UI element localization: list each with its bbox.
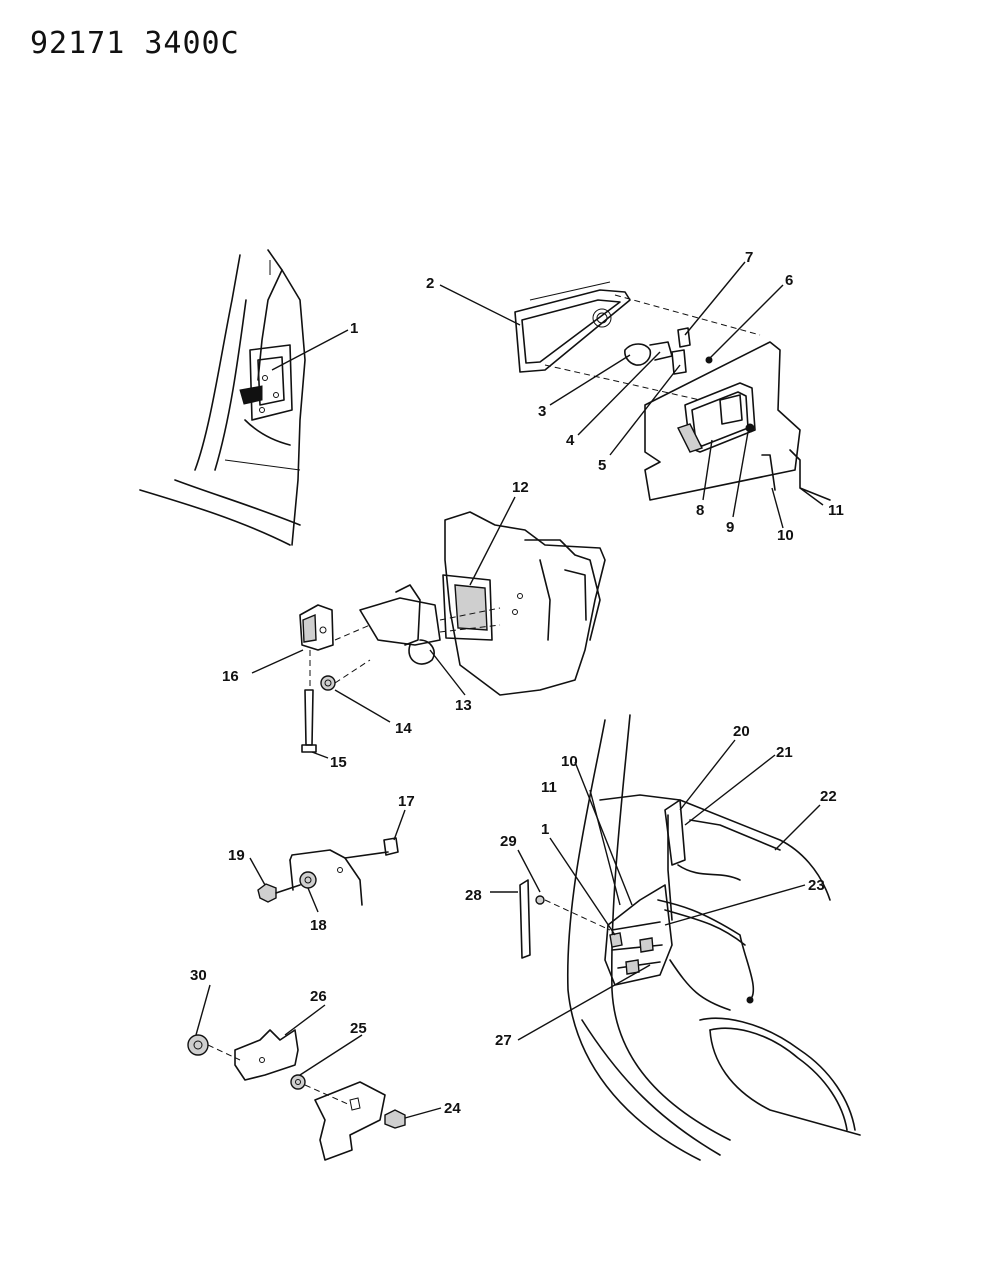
inside-handle-view xyxy=(514,281,831,501)
callout-24: 24 xyxy=(444,1100,461,1117)
callout-19: 19 xyxy=(228,847,245,864)
callout-10-door: 10 xyxy=(561,753,578,770)
callout-4: 4 xyxy=(566,432,575,449)
callout-20: 20 xyxy=(733,723,750,740)
callout-11: 11 xyxy=(828,502,844,519)
latch-pillar-view xyxy=(299,511,606,753)
callout-22: 22 xyxy=(820,788,837,805)
callout-17: 17 xyxy=(398,793,415,810)
callout-16: 16 xyxy=(222,668,239,685)
callout-5: 5 xyxy=(598,457,606,474)
pillar-striker-view xyxy=(139,249,306,546)
callout-6: 6 xyxy=(785,272,793,289)
door-interior-view xyxy=(519,714,861,1161)
callout-18: 18 xyxy=(310,917,327,934)
bracket-view xyxy=(257,837,399,906)
leader-lines xyxy=(195,261,824,1119)
callout-11-door: 11 xyxy=(541,779,557,796)
callout-14: 14 xyxy=(395,720,412,737)
callout-15: 15 xyxy=(330,754,347,771)
callout-27: 27 xyxy=(495,1032,512,1049)
callout-21: 21 xyxy=(776,744,793,761)
callout-7: 7 xyxy=(745,249,753,266)
callout-13: 13 xyxy=(455,697,472,714)
callout-1-door: 1 xyxy=(541,821,549,838)
callout-12: 12 xyxy=(512,479,529,496)
callout-2: 2 xyxy=(426,275,434,292)
striker-plate-view xyxy=(187,1029,406,1161)
callout-10: 10 xyxy=(777,527,794,544)
callout-9: 9 xyxy=(726,519,734,536)
callout-labels: 1 2 3 4 5 6 7 8 9 10 11 12 13 14 15 16 1… xyxy=(190,249,844,1117)
callout-28: 28 xyxy=(465,887,482,904)
callout-29: 29 xyxy=(500,833,517,850)
document-id: 92171 3400C xyxy=(30,26,240,61)
callout-26: 26 xyxy=(310,988,327,1005)
callout-1: 1 xyxy=(350,320,358,337)
callout-25: 25 xyxy=(350,1020,367,1037)
callout-3: 3 xyxy=(538,403,546,420)
callout-30: 30 xyxy=(190,967,207,984)
callout-23: 23 xyxy=(808,877,825,894)
callout-8: 8 xyxy=(696,502,704,519)
